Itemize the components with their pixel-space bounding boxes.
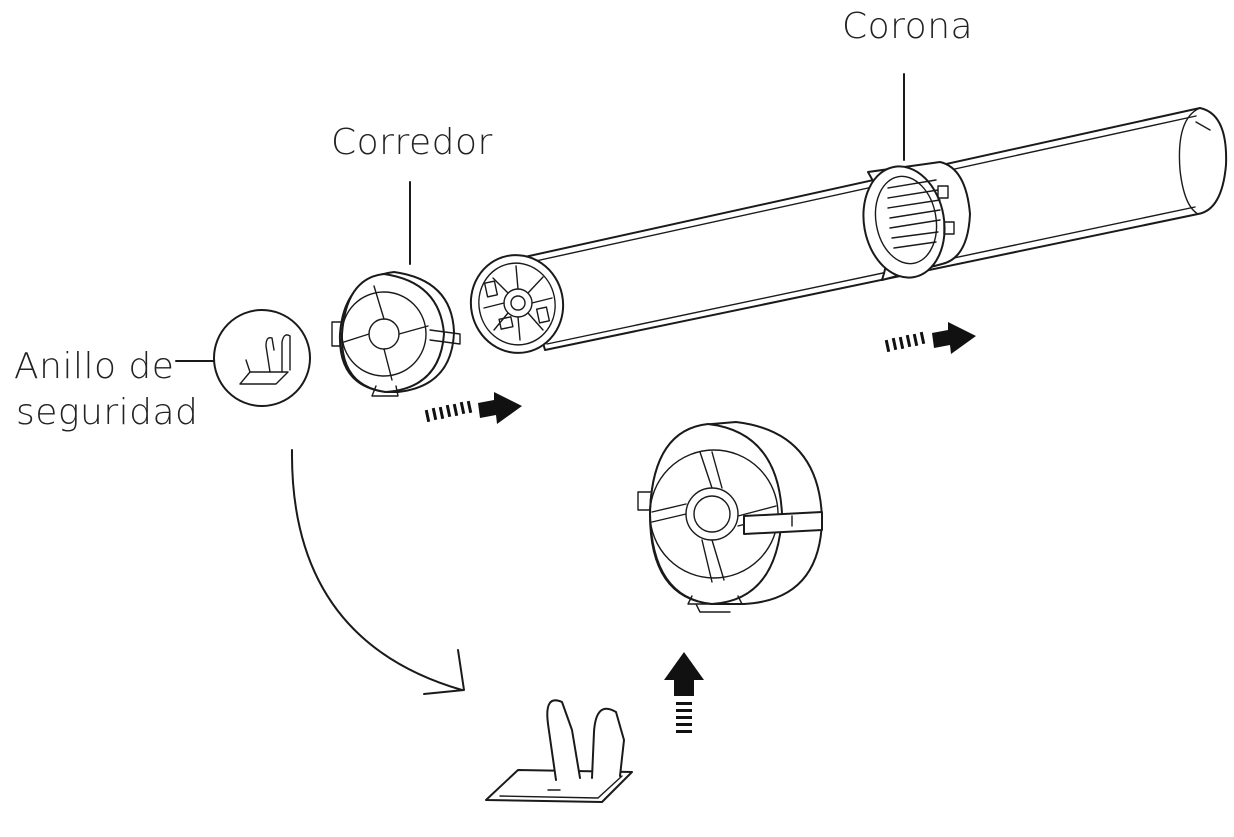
- adapter-large: [637, 421, 823, 613]
- corona-ring: [862, 161, 971, 281]
- motor-tube: [469, 107, 1228, 354]
- safety-clip: [485, 699, 633, 803]
- curved-arrow: [290, 449, 465, 695]
- anillo-part: [213, 309, 311, 407]
- corredor-part: [331, 271, 461, 397]
- label-anillo-line1: Anillo de: [14, 346, 175, 387]
- up-arrow: [664, 652, 704, 733]
- right-arrow-top: [884, 322, 976, 354]
- label-corona: Corona: [842, 6, 974, 47]
- label-anillo-line2: seguridad: [16, 392, 199, 433]
- label-corredor: Corredor: [331, 122, 493, 163]
- right-arrow-middle: [424, 392, 522, 424]
